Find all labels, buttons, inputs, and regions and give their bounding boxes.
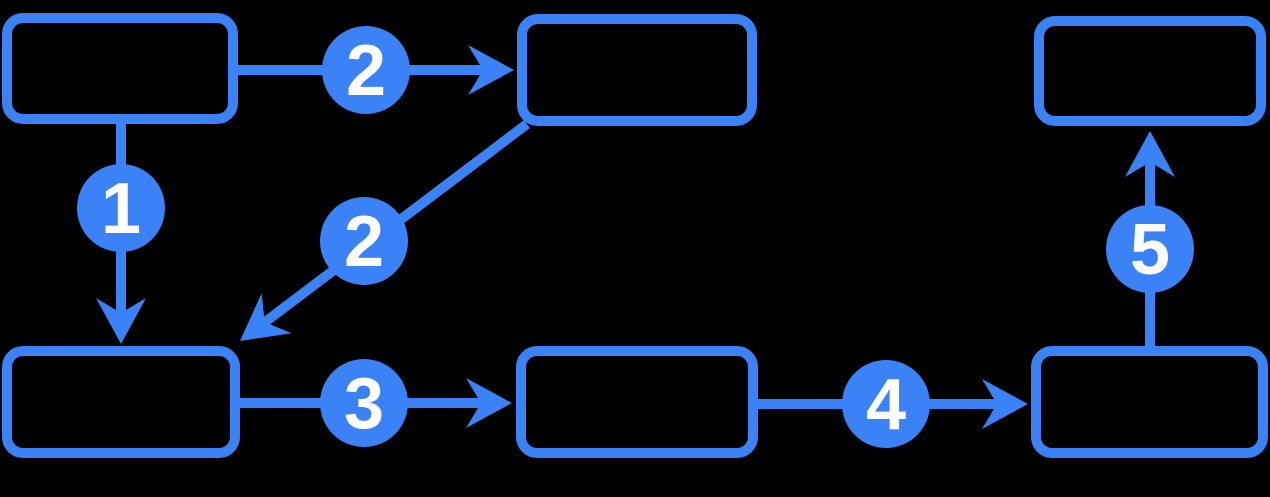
arrowhead-icon	[240, 293, 292, 341]
arrowhead-icon	[1125, 131, 1175, 177]
step-badge-circle	[77, 164, 165, 252]
step-badge-step-2-top: 2	[322, 26, 410, 114]
flow-node-box-top-left	[2, 13, 238, 124]
step-badge-circle	[320, 197, 408, 285]
step-badge-label: 2	[344, 202, 384, 282]
step-badge-circle	[322, 26, 410, 114]
flow-node-box-bottom-left	[2, 346, 240, 458]
step-badge-step-5: 5	[1106, 205, 1194, 293]
flow-node-box-top-middle	[517, 14, 757, 126]
flow-node-box-bottom-right	[1031, 346, 1268, 458]
step-badge-label: 3	[344, 364, 384, 444]
arrowhead-icon	[96, 298, 146, 344]
step-badge-step-2-diagonal: 2	[320, 197, 408, 285]
step-badge-circle	[842, 360, 930, 448]
step-badge-label: 2	[346, 31, 386, 111]
step-badge-step-1: 1	[77, 164, 165, 252]
step-badge-label: 5	[1130, 210, 1170, 290]
arrowhead-icon	[982, 379, 1028, 429]
step-badge-step-3: 3	[320, 359, 408, 447]
step-badge-label: 1	[101, 169, 141, 249]
step-badge-label: 4	[866, 365, 906, 445]
step-badge-circle	[1106, 205, 1194, 293]
step-badge-circle	[320, 359, 408, 447]
step-badge-step-4: 4	[842, 360, 930, 448]
flow-node-box-top-right	[1034, 16, 1266, 126]
flow-node-box-bottom-middle	[516, 346, 758, 458]
arrowhead-icon	[468, 45, 514, 95]
arrowhead-icon	[466, 378, 512, 428]
